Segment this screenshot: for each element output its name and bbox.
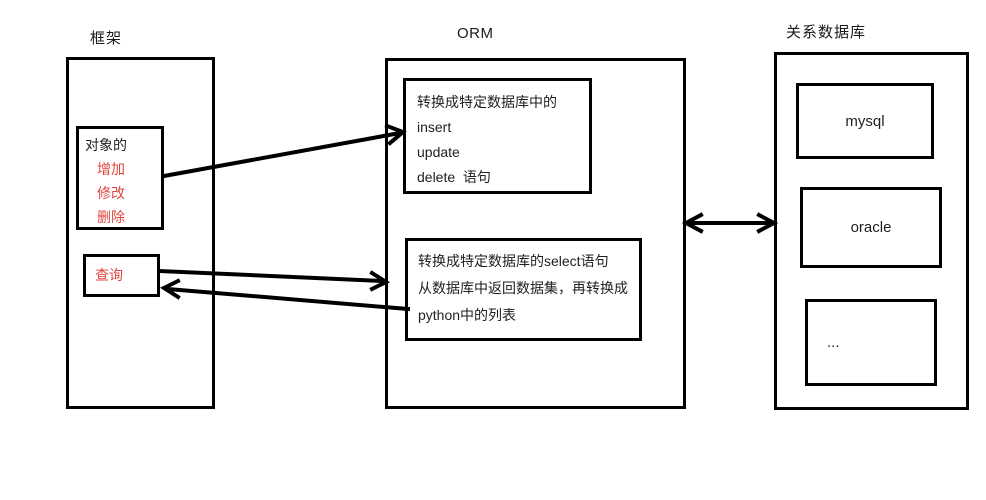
write-line-update: update [417, 144, 460, 160]
oracle-box: oracle [800, 187, 942, 268]
operation-add: 增加 [97, 161, 125, 177]
operation-modify: 修改 [97, 185, 125, 201]
orm-title: ORM [457, 25, 494, 42]
mysql-box: mysql [796, 83, 934, 159]
write-line-insert: insert [417, 119, 452, 135]
framework-title: 框架 [90, 30, 123, 47]
relational-databases-box: mysql oracle ... [774, 52, 969, 410]
mysql-label: mysql [845, 112, 885, 130]
query-box: 查询 [83, 254, 160, 297]
orm-select-box: 转换成特定数据库的select语句 从数据库中返回数据集，再转换成 python… [405, 238, 642, 341]
oracle-label: oracle [850, 219, 892, 236]
object-heading: 对象的 [85, 137, 127, 153]
ellipsis-label: ... [827, 334, 840, 351]
read-line-3: python中的列表 [418, 307, 517, 323]
read-line-2: 从数据库中返回数据集，再转换成 [418, 280, 628, 296]
query-label: 查询 [95, 267, 123, 283]
arrow-orm-to-databases [681, 212, 779, 234]
object-operations-box: 对象的 增加 修改 删除 [76, 126, 164, 230]
write-line-1: 转换成特定数据库中的 [417, 94, 557, 110]
orm-write-statements-box: 转换成特定数据库中的 insert update delete 语句 [403, 78, 592, 194]
other-databases-box: ... [805, 299, 937, 386]
framework-box: 对象的 增加 修改 删除 查询 [66, 57, 215, 409]
databases-title: 关系数据库 [786, 24, 867, 41]
operation-delete: 删除 [97, 209, 125, 225]
read-line-1: 转换成特定数据库的select语句 [418, 253, 609, 269]
orm-box: 转换成特定数据库中的 insert update delete 语句 转换成特定… [385, 58, 686, 409]
write-line-delete: delete 语句 [417, 169, 491, 185]
